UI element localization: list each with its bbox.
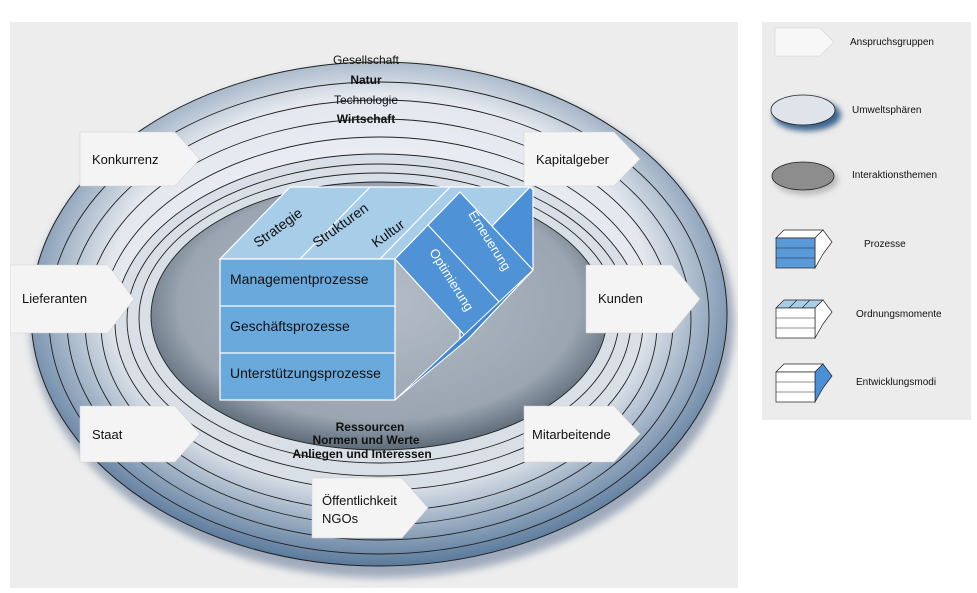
ring-label-natur: Natur: [350, 73, 382, 87]
legend-label-umweltsphaeren: Umweltsphären: [852, 105, 921, 116]
stakeholder-konkurrenz: Konkurrenz: [79, 131, 201, 187]
legend-label-ordnungsmomente: Ordnungsmomente: [856, 309, 942, 320]
stakeholder-label-kapitalgeber: Kapitalgeber: [536, 152, 610, 167]
legend-item-anspruchsgruppen: Anspruchsgruppen: [774, 27, 934, 57]
legend-item-entwicklungsmodi: Entwicklungsmodi: [775, 363, 936, 404]
diagram-panel: Gesellschaft Natur Technologie Wirtschaf…: [9, 22, 738, 588]
stakeholder-label-konkurrenz: Konkurrenz: [92, 152, 158, 167]
stakeholder-label-ngos: NGOs: [322, 511, 359, 526]
process-label-management: Managementprozesse: [230, 271, 369, 287]
legend-item-umweltsphaeren: Umweltsphären: [770, 94, 921, 131]
process-cube: Managementprozesse Geschäftsprozesse Unt…: [218, 186, 534, 401]
stakeholder-label-mitarbeitende: Mitarbeitende: [532, 427, 611, 442]
process-label-unterstuetzung: Unterstützungsprozesse: [230, 365, 381, 381]
ring-label-technologie: Technologie: [334, 93, 398, 107]
legend: Anspruchsgruppen Umweltsphären Interakti…: [770, 27, 942, 404]
legend-item-interaktionsthemen: Interaktionsthemen: [771, 161, 937, 195]
legend-panel: Anspruchsgruppen Umweltsphären Interakti…: [762, 22, 971, 420]
stakeholder-kapitalgeber: Kapitalgeber: [523, 131, 641, 187]
cube-side-wedge: [394, 269, 534, 401]
ring-label-wirtschaft: Wirtschaft: [337, 112, 396, 126]
stakeholder-label-oeffentlichkeit: Öffentlichkeit: [322, 493, 397, 508]
legend-label-anspruchsgruppen: Anspruchsgruppen: [850, 37, 934, 48]
legend-label-prozesse: Prozesse: [864, 239, 906, 250]
stakeholder-kunden: Kunden: [585, 264, 701, 334]
process-label-geschaeft: Geschäftsprozesse: [230, 318, 350, 334]
legend-item-prozesse: Prozesse: [775, 229, 906, 270]
legend-label-interaktionsthemen: Interaktionsthemen: [852, 170, 937, 181]
stakeholder-label-kunden: Kunden: [598, 291, 643, 306]
ring-label-anliegen: Anliegen und Interessen: [292, 447, 431, 461]
cube-front-face: [219, 258, 396, 401]
ring-label-ressourcen: Ressourcen: [336, 420, 405, 434]
stakeholder-model-diagram: Gesellschaft Natur Technologie Wirtschaf…: [9, 53, 734, 578]
stakeholder-label-staat: Staat: [92, 427, 123, 442]
stakeholder-mitarbeitende: Mitarbeitende: [523, 405, 641, 463]
stakeholder-label-lieferanten: Lieferanten: [22, 291, 87, 306]
legend-label-entwicklungsmodi: Entwicklungsmodi: [856, 377, 936, 388]
ring-label-normen: Normen und Werte: [312, 433, 419, 447]
legend-item-ordnungsmomente: Ordnungsmomente: [775, 299, 942, 340]
stakeholder-staat: Staat: [79, 405, 201, 463]
ring-label-gesellschaft: Gesellschaft: [333, 53, 400, 67]
stakeholder-lieferanten: Lieferanten: [9, 264, 135, 334]
stakeholder-oeffentlichkeit: Öffentlichkeit NGOs: [311, 477, 429, 539]
